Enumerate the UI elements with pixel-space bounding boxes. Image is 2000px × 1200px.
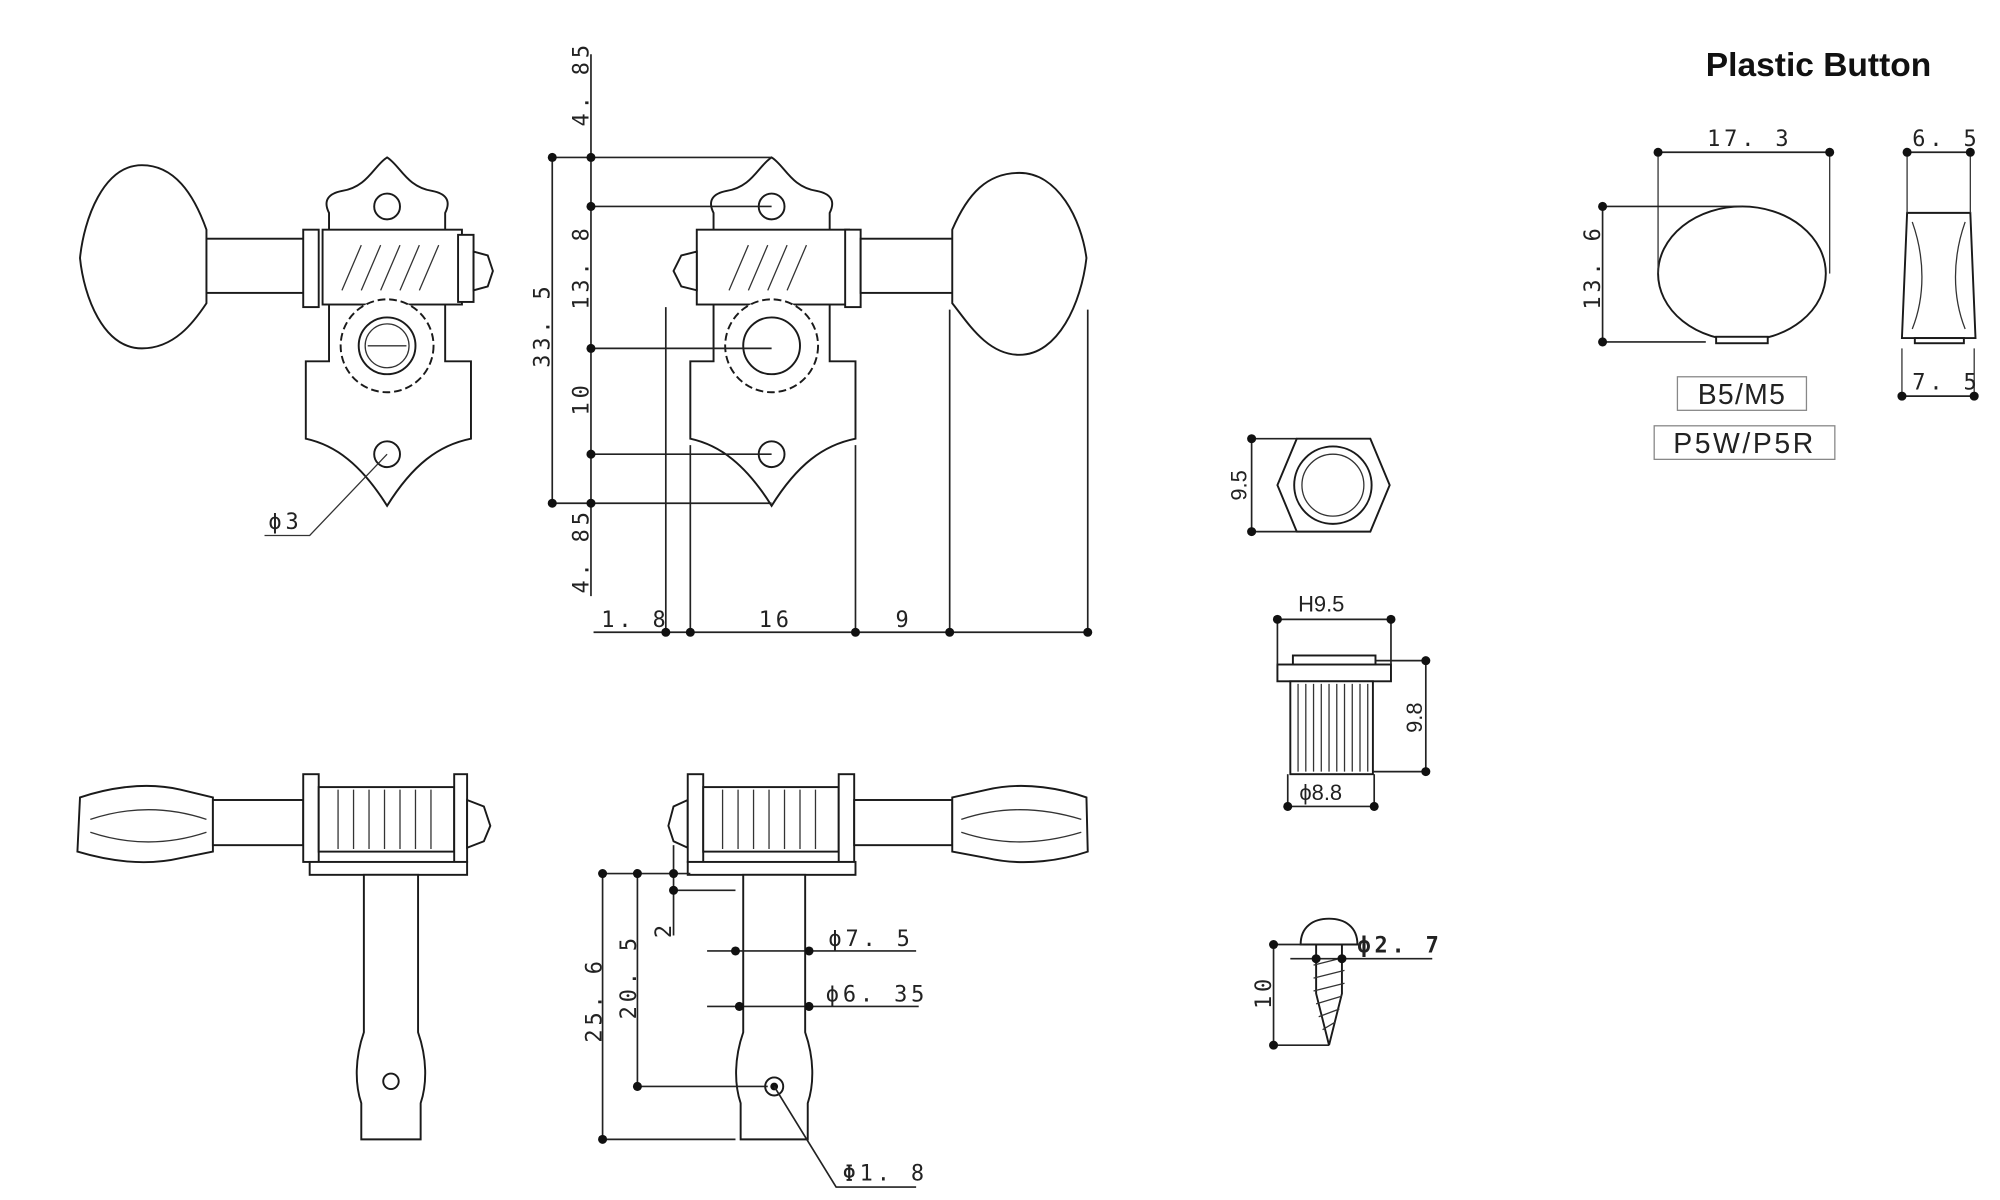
button-base bbox=[1715, 335, 1769, 345]
bushing bbox=[302, 228, 320, 309]
dim-button-top-thickness: 6. 5 bbox=[1912, 127, 1980, 152]
string-post bbox=[355, 873, 427, 1141]
dim-string-hole: Φ1. 8 bbox=[843, 1162, 928, 1187]
worm-gear bbox=[728, 244, 808, 291]
tuner-button bbox=[951, 171, 1088, 356]
tuner-button bbox=[76, 784, 214, 864]
post-cap-inner bbox=[364, 323, 410, 369]
dim-bushing-diameter: ϕ8.8 bbox=[1299, 780, 1342, 805]
gear-teeth bbox=[721, 789, 817, 850]
dim-bushing-hex: H9.5 bbox=[1298, 592, 1344, 617]
model-label-p5w-p5r: P5W/P5R bbox=[1673, 428, 1816, 460]
dim-button-base-thickness: 7. 5 bbox=[1912, 371, 1980, 396]
hex-nut: 9.5 bbox=[1226, 434, 1391, 537]
model-box-p5w-p5r bbox=[1653, 425, 1836, 460]
post-cap bbox=[742, 316, 801, 376]
button-side-view bbox=[1900, 211, 1977, 340]
side-view-tuner-right: 25. 6 20. 5 2 ϕ7. 5 ϕ6. 35 Φ1. 8 bbox=[582, 773, 1089, 1188]
dim-hole-to-gear: 13. 8 bbox=[569, 224, 594, 309]
dim-hole-height: 20. 5 bbox=[617, 934, 642, 1019]
base-plate bbox=[308, 860, 469, 876]
button-front-view bbox=[1657, 205, 1827, 342]
screw-shank bbox=[1315, 943, 1343, 1046]
tuner-button bbox=[951, 784, 1089, 864]
worm-housing bbox=[695, 228, 850, 306]
housing-end bbox=[686, 773, 705, 863]
button-side-base bbox=[1913, 337, 1965, 345]
worm-housing bbox=[321, 228, 463, 306]
button-contour bbox=[90, 809, 207, 843]
end-screw bbox=[472, 250, 494, 292]
dim-end-offset: 1. 8 bbox=[601, 608, 669, 633]
tuner-shaft bbox=[211, 799, 305, 847]
button-contour bbox=[961, 809, 1082, 843]
gear-teeth bbox=[337, 789, 432, 850]
dim-shaft-length: 9 bbox=[895, 608, 912, 633]
dim-bushing-height: 9.8 bbox=[1402, 702, 1427, 732]
model-box-b5-m5 bbox=[1676, 376, 1808, 411]
worm-gear bbox=[341, 244, 440, 291]
nut-bore bbox=[1301, 453, 1365, 517]
dim-screw-length: 10 bbox=[1252, 975, 1277, 1009]
dim-overall-height: 33. 5 bbox=[531, 282, 556, 367]
model-label-b5-m5: B5/M5 bbox=[1698, 379, 1786, 411]
worm-housing bbox=[317, 786, 456, 853]
nut-ring bbox=[1293, 445, 1373, 525]
bushing-flange bbox=[1276, 663, 1392, 683]
dim-diameter-lower: ϕ6. 35 bbox=[826, 982, 928, 1007]
bushing-top bbox=[1291, 654, 1377, 666]
end-screw bbox=[672, 250, 698, 292]
front-view-tuner-right: 4. 85 13. 8 33. 5 10 4. 85 1. 8 16 9 bbox=[531, 41, 1093, 637]
tuner-shaft bbox=[853, 799, 954, 847]
end-screw bbox=[667, 798, 689, 850]
dim-collar: 2 bbox=[652, 921, 677, 938]
section-title: Plastic Button bbox=[1706, 47, 1931, 84]
dim-diameter-upper: ϕ7. 5 bbox=[828, 927, 913, 952]
dim-plate-width: 16 bbox=[759, 608, 793, 633]
dim-screw-diameter: ϕ2. 7 bbox=[1357, 933, 1442, 958]
dim-top-offset: 4. 85 bbox=[569, 41, 594, 126]
dim-post-height: 25. 6 bbox=[582, 957, 607, 1042]
front-view-tuner-left: ϕ3 bbox=[79, 156, 494, 537]
wood-screw: 10 ϕ2. 7 bbox=[1252, 917, 1442, 1050]
button-side-contour bbox=[1911, 221, 1966, 330]
bushing-knurl bbox=[1289, 680, 1374, 776]
screw-head bbox=[1299, 917, 1359, 946]
end-screw bbox=[466, 798, 492, 850]
string-hole bbox=[382, 1072, 400, 1090]
base-plate bbox=[686, 860, 857, 876]
mount-hole-top bbox=[373, 192, 401, 221]
dim-gear-to-hole: 10 bbox=[569, 381, 594, 415]
tuner-shaft bbox=[859, 237, 955, 294]
tuner-button bbox=[79, 164, 208, 350]
housing-end bbox=[453, 773, 469, 863]
dimension-lines bbox=[598, 845, 919, 1188]
dim-hex-width: 9.5 bbox=[1226, 470, 1251, 500]
dim-button-height: 13. 6 bbox=[1581, 224, 1606, 309]
housing-end bbox=[457, 233, 475, 303]
housing-end bbox=[302, 773, 320, 863]
plastic-button-section: Plastic Button 17. 3 13. 6 B5/M5 P5W/P5R… bbox=[1581, 47, 1980, 460]
knurl-lines bbox=[1297, 683, 1369, 772]
housing-end bbox=[837, 773, 856, 863]
dim-button-width: 17. 3 bbox=[1707, 127, 1792, 152]
worm-housing bbox=[702, 786, 840, 853]
side-view-tuner-left bbox=[76, 773, 492, 1141]
tuner-shaft bbox=[205, 237, 309, 294]
dimension-lines bbox=[547, 54, 1093, 637]
hole-diameter-label: ϕ3 bbox=[268, 510, 302, 535]
dim-bottom-offset: 4. 85 bbox=[569, 508, 594, 593]
leader-line bbox=[264, 453, 388, 537]
screw-thread bbox=[1313, 956, 1345, 1031]
bushing bbox=[844, 228, 862, 309]
bushing-part: H9.5 9.8 ϕ8.8 bbox=[1272, 592, 1431, 811]
